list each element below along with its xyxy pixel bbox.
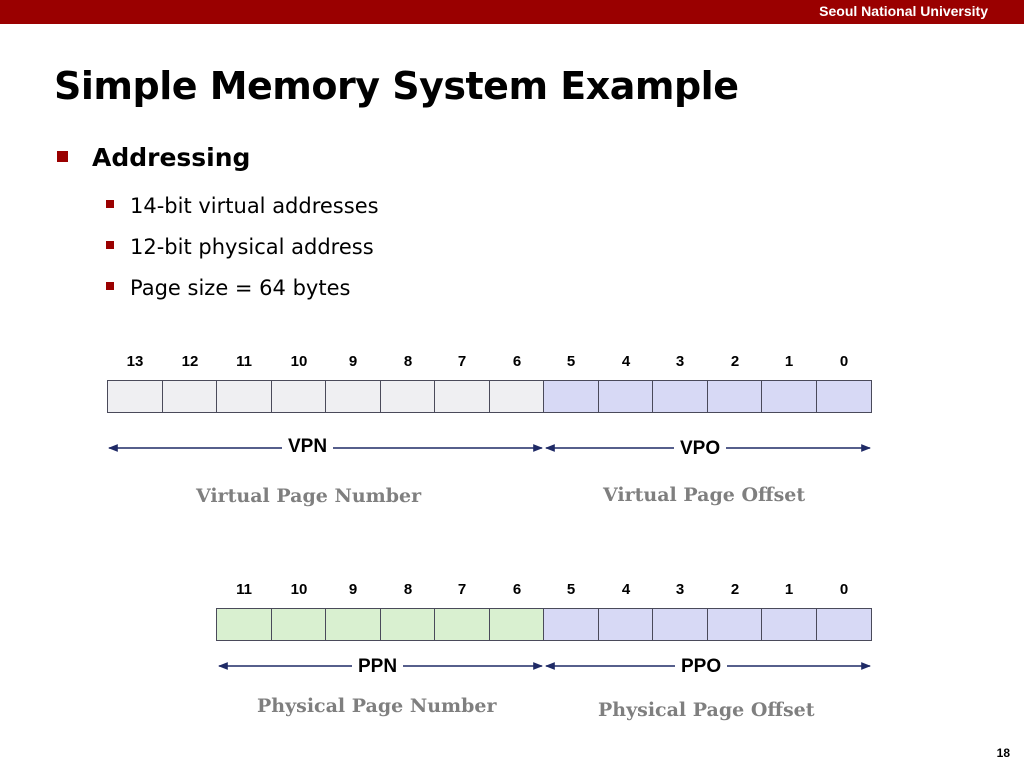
square-bullet-icon — [57, 151, 68, 162]
vpo-label: VPO — [674, 438, 727, 460]
bit-number: 0 — [839, 581, 849, 598]
vpn-bit-cell — [107, 380, 163, 413]
ppn-bit-cell — [216, 608, 272, 641]
bit-number: 3 — [675, 353, 685, 370]
vpo-bit-cell — [816, 380, 872, 413]
vpo-bit-cell — [707, 380, 763, 413]
vpo-bit-cell — [761, 380, 817, 413]
ppo-bit-cell — [652, 608, 708, 641]
ppo-bit-cell — [761, 608, 817, 641]
page-number: 18 — [996, 746, 1010, 760]
university-name: Seoul National University — [819, 3, 988, 19]
ppn-bit-cell — [271, 608, 327, 641]
bit-number: 1 — [784, 581, 794, 598]
subbullet-physical: 12-bit physical address — [106, 235, 374, 259]
ppn-bit-cell — [325, 608, 381, 641]
bit-number: 4 — [621, 353, 631, 370]
slide-title: Simple Memory System Example — [54, 64, 739, 108]
vpo-bit-cell — [652, 380, 708, 413]
bit-number: 10 — [290, 353, 308, 370]
ppn-bit-cell — [380, 608, 436, 641]
square-bullet-icon — [106, 241, 114, 249]
bit-number: 6 — [512, 353, 522, 370]
bit-number: 10 — [290, 581, 308, 598]
bit-number: 3 — [675, 581, 685, 598]
bit-number: 9 — [348, 581, 358, 598]
bit-number: 2 — [730, 353, 740, 370]
bit-number: 9 — [348, 353, 358, 370]
ppo-label: PPO — [675, 656, 728, 678]
ppo-bit-cell — [543, 608, 599, 641]
square-bullet-icon — [106, 282, 114, 290]
bit-number: 5 — [566, 353, 576, 370]
subbullet-text: 14-bit virtual addresses — [130, 194, 379, 218]
subbullet-page-size: Page size = 64 bytes — [106, 276, 350, 300]
vpo-bit-cell — [543, 380, 599, 413]
bit-number: 11 — [236, 353, 252, 370]
ppn-label: PPN — [352, 656, 404, 678]
bit-number: 6 — [512, 581, 522, 598]
bit-number: 13 — [126, 353, 144, 370]
bit-number: 5 — [566, 581, 576, 598]
bit-number: 8 — [403, 353, 413, 370]
bit-number: 1 — [784, 353, 794, 370]
bit-number: 8 — [403, 581, 413, 598]
ppo-caption: Physical Page Offset — [598, 699, 815, 721]
subbullet-text: Page size = 64 bytes — [130, 276, 351, 300]
bit-number: 7 — [457, 581, 467, 598]
vpo-caption: Virtual Page Offset — [603, 484, 806, 506]
ppo-bit-cell — [816, 608, 872, 641]
square-bullet-icon — [106, 200, 114, 208]
bit-number: 11 — [236, 581, 252, 598]
subbullet-text: 12-bit physical address — [130, 235, 374, 259]
vpn-label: VPN — [282, 436, 334, 458]
bit-number: 2 — [730, 581, 740, 598]
vpn-bit-cell — [216, 380, 272, 413]
ppn-caption: Physical Page Number — [257, 695, 497, 717]
bit-number: 7 — [457, 353, 467, 370]
vpo-bit-cell — [598, 380, 654, 413]
subbullet-virtual: 14-bit virtual addresses — [106, 194, 379, 218]
bit-number: 12 — [181, 353, 199, 370]
ppo-bit-cell — [598, 608, 654, 641]
bit-number: 0 — [839, 353, 849, 370]
header-bar: Seoul National University — [0, 0, 1024, 24]
vpn-bit-cell — [434, 380, 490, 413]
bullet-text: Addressing — [92, 143, 251, 172]
vpn-caption: Virtual Page Number — [196, 485, 422, 507]
bullet-addressing: Addressing — [57, 143, 250, 172]
bit-number: 4 — [621, 581, 631, 598]
vpn-bit-cell — [325, 380, 381, 413]
